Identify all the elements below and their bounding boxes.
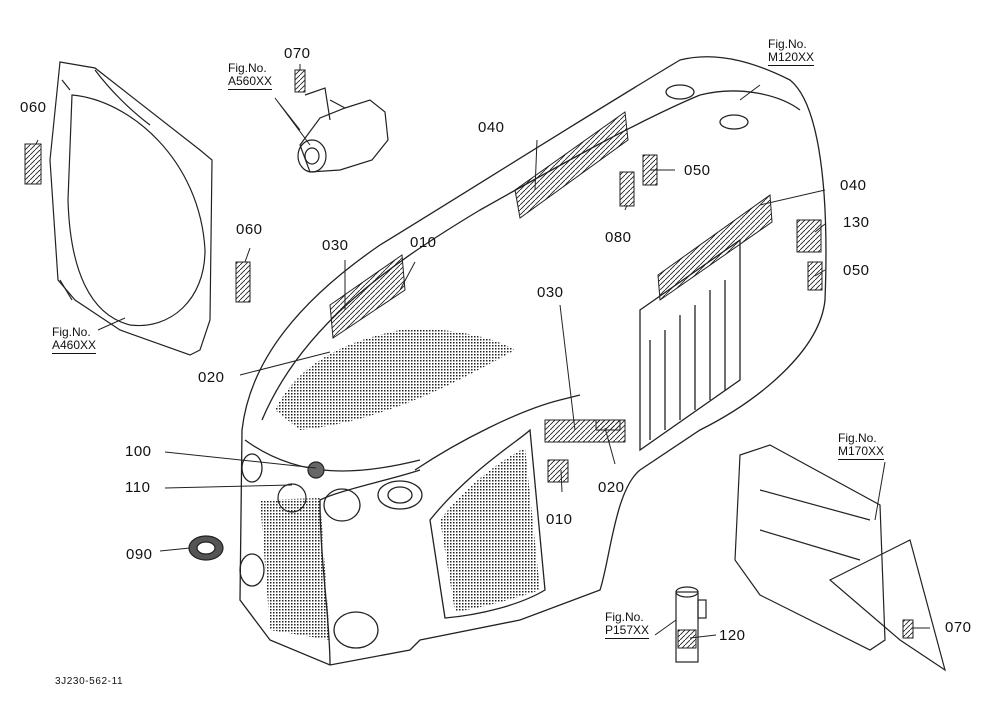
- callout-010-left: 010: [410, 234, 437, 251]
- callout-030-left: 030: [322, 237, 349, 254]
- fig-ref-a560: Fig.No. A560XX: [228, 61, 273, 90]
- callout-030-mid: 030: [537, 284, 564, 301]
- fig-ref-number: M120XX: [768, 50, 815, 66]
- callout-010-mid: 010: [546, 511, 573, 528]
- fig-ref-prefix: Fig.No.: [52, 325, 91, 339]
- callout-020-left: 020: [198, 369, 225, 386]
- starter-motor: [297, 87, 389, 173]
- callout-110: 110: [125, 479, 151, 496]
- label-120: [677, 629, 697, 649]
- decals: [329, 111, 823, 483]
- grille-mesh: [260, 329, 540, 640]
- label-060-left: [24, 143, 42, 185]
- sender-unit: [675, 586, 707, 663]
- callout-080: 080: [605, 229, 632, 246]
- leader-lines: [35, 64, 930, 639]
- label-060-right: [235, 261, 251, 303]
- callout-020-mid: 020: [598, 479, 625, 496]
- fig-ref-prefix: Fig.No.: [605, 610, 644, 624]
- fig-ref-prefix: Fig.No.: [228, 61, 267, 75]
- drawing-code: 3J230-562-11: [55, 676, 124, 687]
- callout-050-right: 050: [843, 262, 870, 279]
- callout-120: 120: [719, 627, 746, 644]
- callout-040-right: 040: [840, 177, 867, 194]
- fig-ref-number: A460XX: [52, 338, 97, 354]
- round-parts: [188, 461, 325, 561]
- fig-ref-a460: Fig.No. A460XX: [52, 325, 97, 354]
- fig-ref-prefix: Fig.No.: [838, 431, 877, 445]
- bottom-panel: [734, 444, 946, 672]
- callout-090: 090: [126, 546, 153, 563]
- fig-ref-m120: Fig.No. M120XX: [768, 37, 815, 66]
- fig-ref-prefix: Fig.No.: [768, 37, 807, 51]
- fig-ref-number: P157XX: [605, 623, 650, 639]
- callout-070-right: 070: [945, 619, 972, 636]
- fig-ref-p157: Fig.No. P157XX: [605, 610, 650, 639]
- callout-040-top: 040: [478, 119, 505, 136]
- callout-070-top: 070: [284, 45, 311, 62]
- callout-100: 100: [125, 443, 152, 460]
- label-070-right: [902, 619, 914, 639]
- callout-060-right: 060: [236, 221, 263, 238]
- fig-ref-number: A560XX: [228, 74, 273, 90]
- fan-shroud: [49, 61, 213, 356]
- fig-ref-m170: Fig.No. M170XX: [838, 431, 885, 460]
- callout-050-top: 050: [684, 162, 711, 179]
- fig-ref-number: M170XX: [838, 444, 885, 460]
- callout-060-left: 060: [20, 99, 47, 116]
- label-070-top: [294, 69, 306, 93]
- callout-130: 130: [843, 214, 870, 231]
